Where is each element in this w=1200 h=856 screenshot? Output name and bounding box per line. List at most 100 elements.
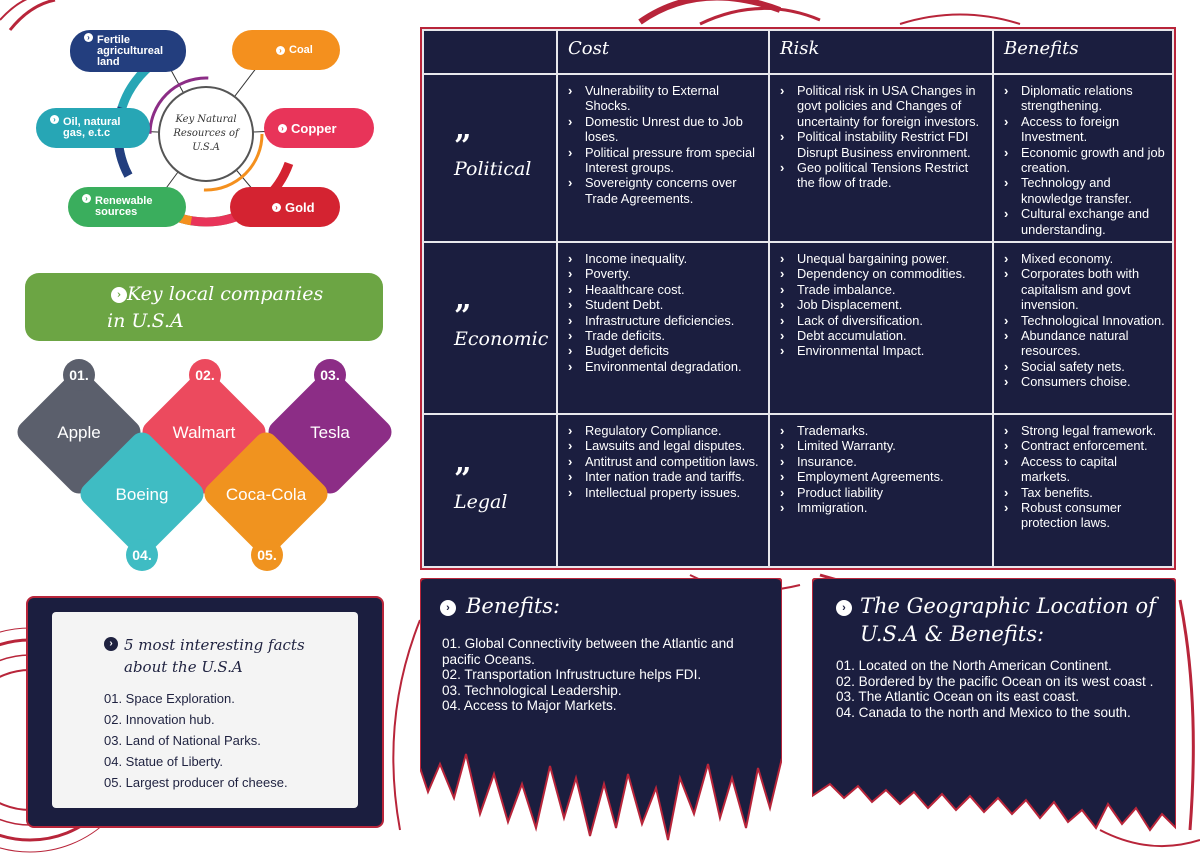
company-name: Apple — [57, 423, 101, 442]
table-cell: Diplomatic relations strengthening. Acce… — [992, 73, 1174, 243]
resource-coal: › Coal — [232, 30, 340, 70]
geo-list: 01. Located on the North American Contin… — [836, 658, 1162, 720]
row-header: ” Political — [422, 73, 558, 243]
list-item: Economic growth and job creation. — [1002, 145, 1168, 176]
list-item: Unequal bargaining power. — [778, 251, 988, 266]
list-item: Intellectual property issues. — [566, 485, 764, 500]
analysis-grid: Cost Risk Benefits ” Political Vulnerabi… — [422, 29, 1174, 568]
list-item: Access to capital markets. — [1002, 454, 1168, 485]
list-item: Abundance natural resources. — [1002, 328, 1168, 359]
column-header: Benefits — [992, 29, 1174, 75]
list-item: 05. Largest producer of cheese. — [104, 775, 288, 790]
facts-paper — [52, 612, 358, 808]
resource-gold: › Gold — [230, 187, 340, 227]
resource-label: Renewable sources — [95, 195, 153, 218]
resource-copper: › Copper — [264, 108, 374, 148]
list-item: Cultural exchange and understanding. — [1002, 206, 1168, 237]
resource-fertile-land: › Fertile agricultureal land — [70, 30, 186, 72]
list-item: Trademarks. — [778, 423, 988, 438]
list-item: Regulatory Compliance. — [566, 423, 764, 438]
column-header: Risk — [768, 29, 994, 75]
table-cell: Unequal bargaining power. Dependency on … — [768, 241, 994, 415]
facts-title-line1: 5 most interesting facts — [124, 636, 305, 654]
resource-label: Fertile agricultureal land — [97, 33, 164, 68]
list-item: Environmental degradation. — [566, 359, 764, 374]
table-cell: Political risk in USA Changes in govt po… — [768, 73, 994, 243]
chevron-right-icon: › — [276, 45, 285, 55]
list-item: 04. Access to Major Markets. — [442, 698, 617, 714]
resource-label: Coal — [289, 43, 313, 56]
row-header: ” Legal — [422, 413, 558, 568]
list-item: Heaalthcare cost. — [566, 282, 764, 297]
company-number: 01. — [63, 359, 95, 391]
list-item: Income inequality. — [566, 251, 764, 266]
chevron-right-icon: › — [84, 33, 93, 42]
geo-title-line2: U.S.A & Benefits: — [860, 622, 1045, 646]
list-item: 04. Canada to the north and Mexico to th… — [836, 704, 1131, 720]
list-item: Insurance. — [778, 454, 988, 469]
list-item: Robust consumer protection laws. — [1002, 500, 1168, 531]
facts-title: 5 most interesting facts about the U.S.A — [124, 634, 305, 678]
table-header-row: Cost Risk Benefits — [422, 29, 1174, 75]
geo-title: The Geographic Location of U.S.A & Benef… — [860, 592, 1156, 648]
list-item: Diplomatic relations strengthening. — [1002, 83, 1168, 114]
list-item: 01. Space Exploration. — [104, 691, 235, 706]
facts-list: 01. Space Exploration. 02. Innovation hu… — [104, 688, 288, 793]
list-item: Antitrust and competition laws. — [566, 454, 764, 469]
chevron-right-icon: › — [272, 202, 281, 212]
resource-label: Gold — [285, 199, 315, 215]
chevron-right-icon: › — [440, 600, 456, 616]
chevron-right-icon: › — [111, 287, 127, 303]
table-row: ” Political Vulnerability to External Sh… — [422, 73, 1174, 243]
column-header: Cost — [556, 29, 770, 75]
list-item: Student Debt. — [566, 297, 764, 312]
list-item: Limited Warranty. — [778, 438, 988, 453]
table-cell: Strong legal framework. Contract enforce… — [992, 413, 1174, 568]
list-item: Trade imbalance. — [778, 282, 988, 297]
company-number: 03. — [314, 359, 346, 391]
list-item: 02. Innovation hub. — [104, 712, 215, 727]
list-item: Contract enforcement. — [1002, 438, 1168, 453]
analysis-table: Cost Risk Benefits ” Political Vulnerabi… — [420, 27, 1176, 570]
table-cell: Regulatory Compliance. Lawsuits and lega… — [556, 413, 770, 568]
list-item: Domestic Unrest due to Job loses. — [566, 114, 764, 145]
list-item: Debt accumulation. — [778, 328, 988, 343]
facts-title-line2: about the U.S.A — [124, 658, 243, 676]
list-item: Access to foreign Investment. — [1002, 114, 1168, 145]
table-cell: Mixed economy. Corporates both with capi… — [992, 241, 1174, 415]
benefits-title: Benefits: — [466, 594, 561, 618]
quote-icon: ” — [454, 461, 472, 497]
geo-title-line1: The Geographic Location of — [860, 594, 1156, 618]
list-item: 03. Land of National Parks. — [104, 733, 261, 748]
companies-banner: › Key local companies in U.S.A — [25, 273, 383, 341]
geo-panel — [812, 578, 1176, 832]
list-item: Lack of diversification. — [778, 313, 988, 328]
list-item: Political pressure from special Interest… — [566, 145, 764, 176]
quote-icon: ” — [454, 299, 472, 334]
list-item: Social safety nets. — [1002, 359, 1168, 374]
list-item: Employment Agreements. — [778, 469, 988, 484]
list-item: Dependency on commodities. — [778, 266, 988, 281]
list-item: Technological Innovation. — [1002, 313, 1168, 328]
list-item: Technology and knowledge transfer. — [1002, 175, 1168, 206]
benefits-list: 01. Global Connectivity between the Atla… — [442, 636, 772, 714]
company-name: Coca-Cola — [225, 485, 307, 504]
list-item: Political risk in USA Changes in govt po… — [778, 83, 988, 129]
company-number: 05. — [251, 539, 283, 571]
row-header: ” Economic — [422, 241, 558, 415]
companies-title-line1: Key local companies — [127, 283, 324, 305]
resource-oil-gas: › Oil, natural gas, e.t.c — [36, 108, 150, 148]
table-row: ” Economic Income inequality. Poverty. H… — [422, 241, 1174, 415]
resource-label: Oil, natural gas, e.t.c — [63, 116, 121, 139]
company-number: 02. — [189, 359, 221, 391]
benefits-panel — [420, 578, 782, 841]
list-item: Immigration. — [778, 500, 988, 515]
list-item: Strong legal framework. — [1002, 423, 1168, 438]
list-item: Corporates both with capitalism and govt… — [1002, 266, 1168, 312]
resource-renewable: › Renewable sources — [68, 187, 186, 227]
list-item: Mixed economy. — [1002, 251, 1168, 266]
list-item: Job Displacement. — [778, 297, 988, 312]
resource-label: Copper — [291, 120, 337, 136]
list-item: 02. Bordered by the pacific Ocean on its… — [836, 673, 1154, 689]
list-item: Sovereignty concerns over Trade Agreemen… — [566, 175, 764, 206]
